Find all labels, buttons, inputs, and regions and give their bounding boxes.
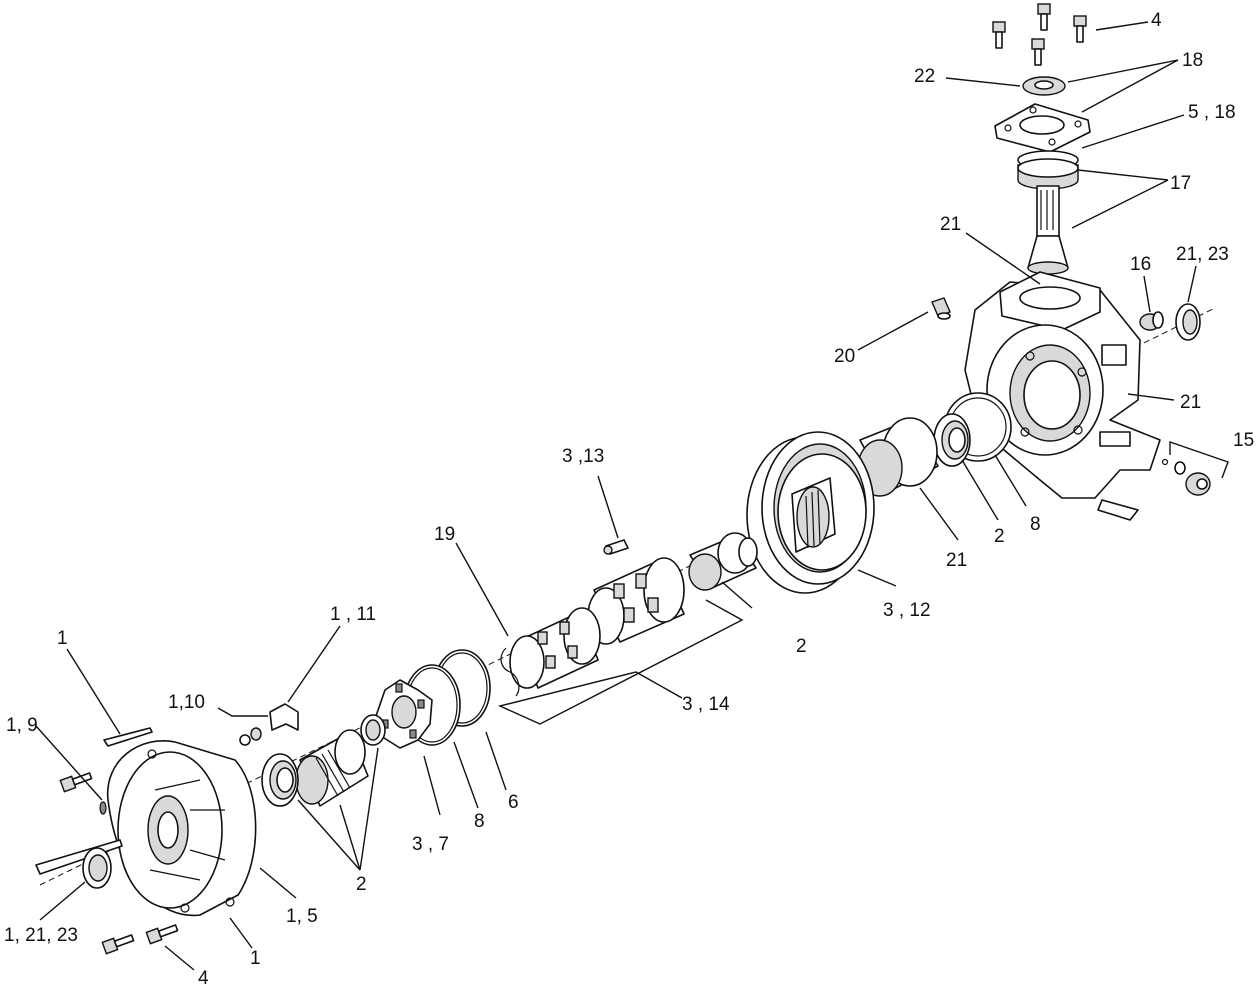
- bearing-2-right: [933, 413, 971, 467]
- callout-5-18: 5 , 18: [1188, 102, 1236, 123]
- callout-22: 22: [914, 66, 935, 87]
- callout-1-9: 1, 9: [6, 715, 38, 736]
- callout-labels: 4 18 22 5 , 18 17 21 16 21, 23 20 21 15 …: [4, 10, 1254, 989]
- sun-plate-3-7: [375, 679, 433, 749]
- cover-plate-1-5: [107, 740, 257, 917]
- callout-21-body: 21: [1180, 392, 1201, 413]
- bracket-1-11: [269, 703, 299, 731]
- seal-22: [1022, 76, 1066, 96]
- callout-21-23-right: 21, 23: [1176, 244, 1229, 265]
- clip-19: [500, 647, 520, 697]
- callout-18: 18: [1182, 50, 1203, 71]
- bushing-16: [1139, 311, 1164, 331]
- callout-4-top: 4: [1151, 10, 1162, 31]
- fitting-1-10: [239, 727, 262, 746]
- callout-4-bottom: 4: [198, 968, 209, 989]
- callout-19: 19: [434, 524, 455, 545]
- callout-1-bottom: 1: [250, 948, 261, 969]
- callout-1-top: 1: [57, 628, 68, 649]
- decal-plate: [1097, 499, 1139, 521]
- callout-21-top: 21: [940, 214, 961, 235]
- dowel-pin-1-9: [99, 801, 107, 815]
- callout-3-7: 3 , 7: [412, 834, 449, 855]
- callout-21-low: 21: [946, 550, 967, 571]
- callout-1-5: 1, 5: [286, 906, 318, 927]
- pinion-shaft-17: [1027, 185, 1069, 275]
- callout-3-12: 3 , 12: [883, 600, 931, 621]
- plug-20: [931, 297, 951, 320]
- bearing-2-left: [261, 753, 299, 807]
- callout-17: 17: [1170, 173, 1191, 194]
- callout-1-21-23: 1, 21, 23: [4, 925, 78, 946]
- leader-lines: [35, 21, 1229, 971]
- callout-2-spacer: 2: [796, 636, 807, 657]
- callout-20: 20: [834, 346, 855, 367]
- callout-1-10: 1,10: [168, 692, 205, 713]
- callout-1-11: 1 , 11: [330, 604, 376, 625]
- flange-plate-18: [994, 103, 1091, 153]
- callout-2-bearing: 2: [356, 874, 367, 895]
- seal-1-21-23: [82, 847, 112, 889]
- callout-3-14: 3 , 14: [682, 694, 730, 715]
- top-bolts: [992, 3, 1087, 66]
- planet-carrier-3-14: [509, 557, 685, 689]
- pin-3-13: [603, 539, 629, 555]
- spacer-2-small: [360, 714, 386, 746]
- callout-2-mid: 2: [994, 526, 1005, 547]
- bracket-1: [103, 727, 153, 747]
- spacer-sleeve-21: [857, 417, 939, 497]
- spline-hub-2: [295, 729, 369, 807]
- spacer-2-center: [688, 532, 758, 591]
- seal-21-23: [1175, 303, 1201, 341]
- ring-gear-3-12: [746, 431, 875, 594]
- callout-16: 16: [1130, 254, 1151, 275]
- bearing-17-upper: [1017, 150, 1079, 190]
- gear-housing-21: [964, 271, 1161, 499]
- drain-plug-15: [1161, 458, 1211, 496]
- callout-3-13: 3 ,13: [562, 446, 604, 467]
- callout-8-right: 8: [1030, 514, 1041, 535]
- callout-6: 6: [508, 792, 519, 813]
- callout-8-left: 8: [474, 811, 485, 832]
- callout-15: 15: [1233, 430, 1254, 451]
